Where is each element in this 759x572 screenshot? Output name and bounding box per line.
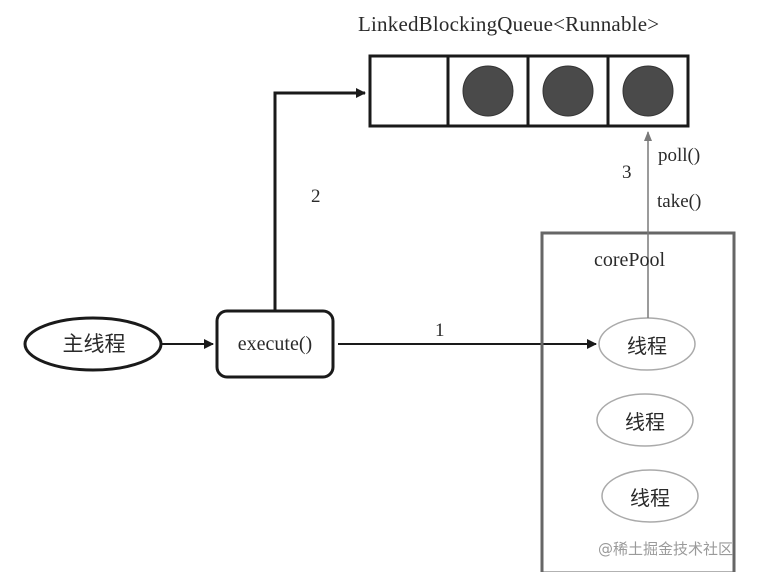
core-thread-label-2: 线程 (625, 409, 665, 434)
queue-task-3 (542, 65, 594, 117)
core-pool-title: corePool (594, 249, 666, 271)
core-thread-1 (598, 317, 696, 371)
execute-label: execute() (237, 332, 313, 355)
edge-label-2: 2 (311, 186, 321, 207)
take-label: take() (657, 191, 702, 212)
queue-title: LinkedBlockingQueue<Runnable> (358, 12, 660, 36)
main-thread-node (23, 316, 163, 372)
poll-label: poll() (658, 145, 701, 166)
watermark: @稀土掘金技术社区 (598, 540, 734, 558)
core-thread-label-1: 线程 (627, 333, 667, 358)
queue-task-4 (622, 65, 674, 117)
arrow-execute-to-queue (273, 88, 366, 311)
edge-label-1: 1 (435, 320, 445, 341)
queue-task-2 (462, 65, 514, 117)
core-thread-2 (596, 393, 694, 447)
core-thread-3 (601, 469, 699, 523)
core-thread-label-3: 线程 (630, 485, 670, 510)
edge-label-3: 3 (622, 162, 632, 183)
core-pool-box (540, 231, 736, 572)
queue-slots (462, 65, 674, 117)
main-thread-label: 主线程 (62, 332, 126, 356)
